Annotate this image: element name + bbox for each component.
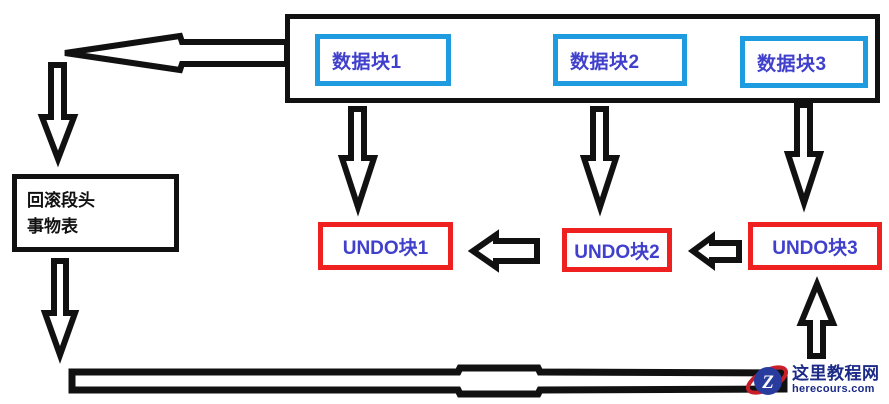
watermark-text: 这里教程网 herecours.com bbox=[792, 365, 880, 395]
rollback-segment-header-box: 回滚段头 事物表 bbox=[12, 174, 179, 252]
watermark-domain: herecours.com bbox=[792, 382, 875, 395]
arrow-down-data-block-2-icon bbox=[579, 106, 621, 217]
data-block-2-label: 数据块2 bbox=[570, 51, 640, 73]
arrow-down-data-block-1-icon bbox=[337, 106, 379, 217]
data-block-1-label: 数据块1 bbox=[332, 51, 402, 73]
undo-block-3: UNDO块3 bbox=[748, 222, 882, 270]
arrow-down-left-box-icon bbox=[40, 258, 80, 364]
arrow-down-top-left-icon bbox=[37, 62, 79, 168]
watermark-site-name: 这里教程网 bbox=[792, 364, 880, 384]
undo-block-3-label: UNDO块3 bbox=[772, 237, 858, 259]
watermark: Z 这里教程网 herecours.com bbox=[744, 356, 889, 404]
undo-tablespace-bar bbox=[68, 364, 788, 403]
undo-block-2: UNDO块2 bbox=[562, 228, 672, 272]
watermark-logo-letter: Z bbox=[761, 372, 774, 393]
undo-block-1: UNDO块1 bbox=[318, 222, 453, 270]
arrow-left-undo-1-icon bbox=[467, 229, 540, 273]
data-block-1: 数据块1 bbox=[315, 34, 451, 86]
undo-block-2-label: UNDO块2 bbox=[574, 241, 660, 263]
undo-block-1-label: UNDO块1 bbox=[342, 237, 429, 259]
data-block-2: 数据块2 bbox=[553, 34, 687, 86]
arrow-left-long-icon bbox=[62, 32, 290, 74]
data-block-3: 数据块3 bbox=[740, 36, 868, 88]
watermark-logo-icon: Z bbox=[744, 357, 790, 403]
arrow-down-data-block-3-icon bbox=[783, 102, 825, 213]
transaction-table-label: 事物表 bbox=[27, 216, 78, 236]
arrow-up-right-icon bbox=[796, 276, 838, 359]
data-block-3-label: 数据块3 bbox=[757, 53, 827, 75]
rollback-segment-header-label: 回滚段头 bbox=[27, 190, 95, 210]
arrow-left-undo-2-icon bbox=[687, 231, 742, 271]
